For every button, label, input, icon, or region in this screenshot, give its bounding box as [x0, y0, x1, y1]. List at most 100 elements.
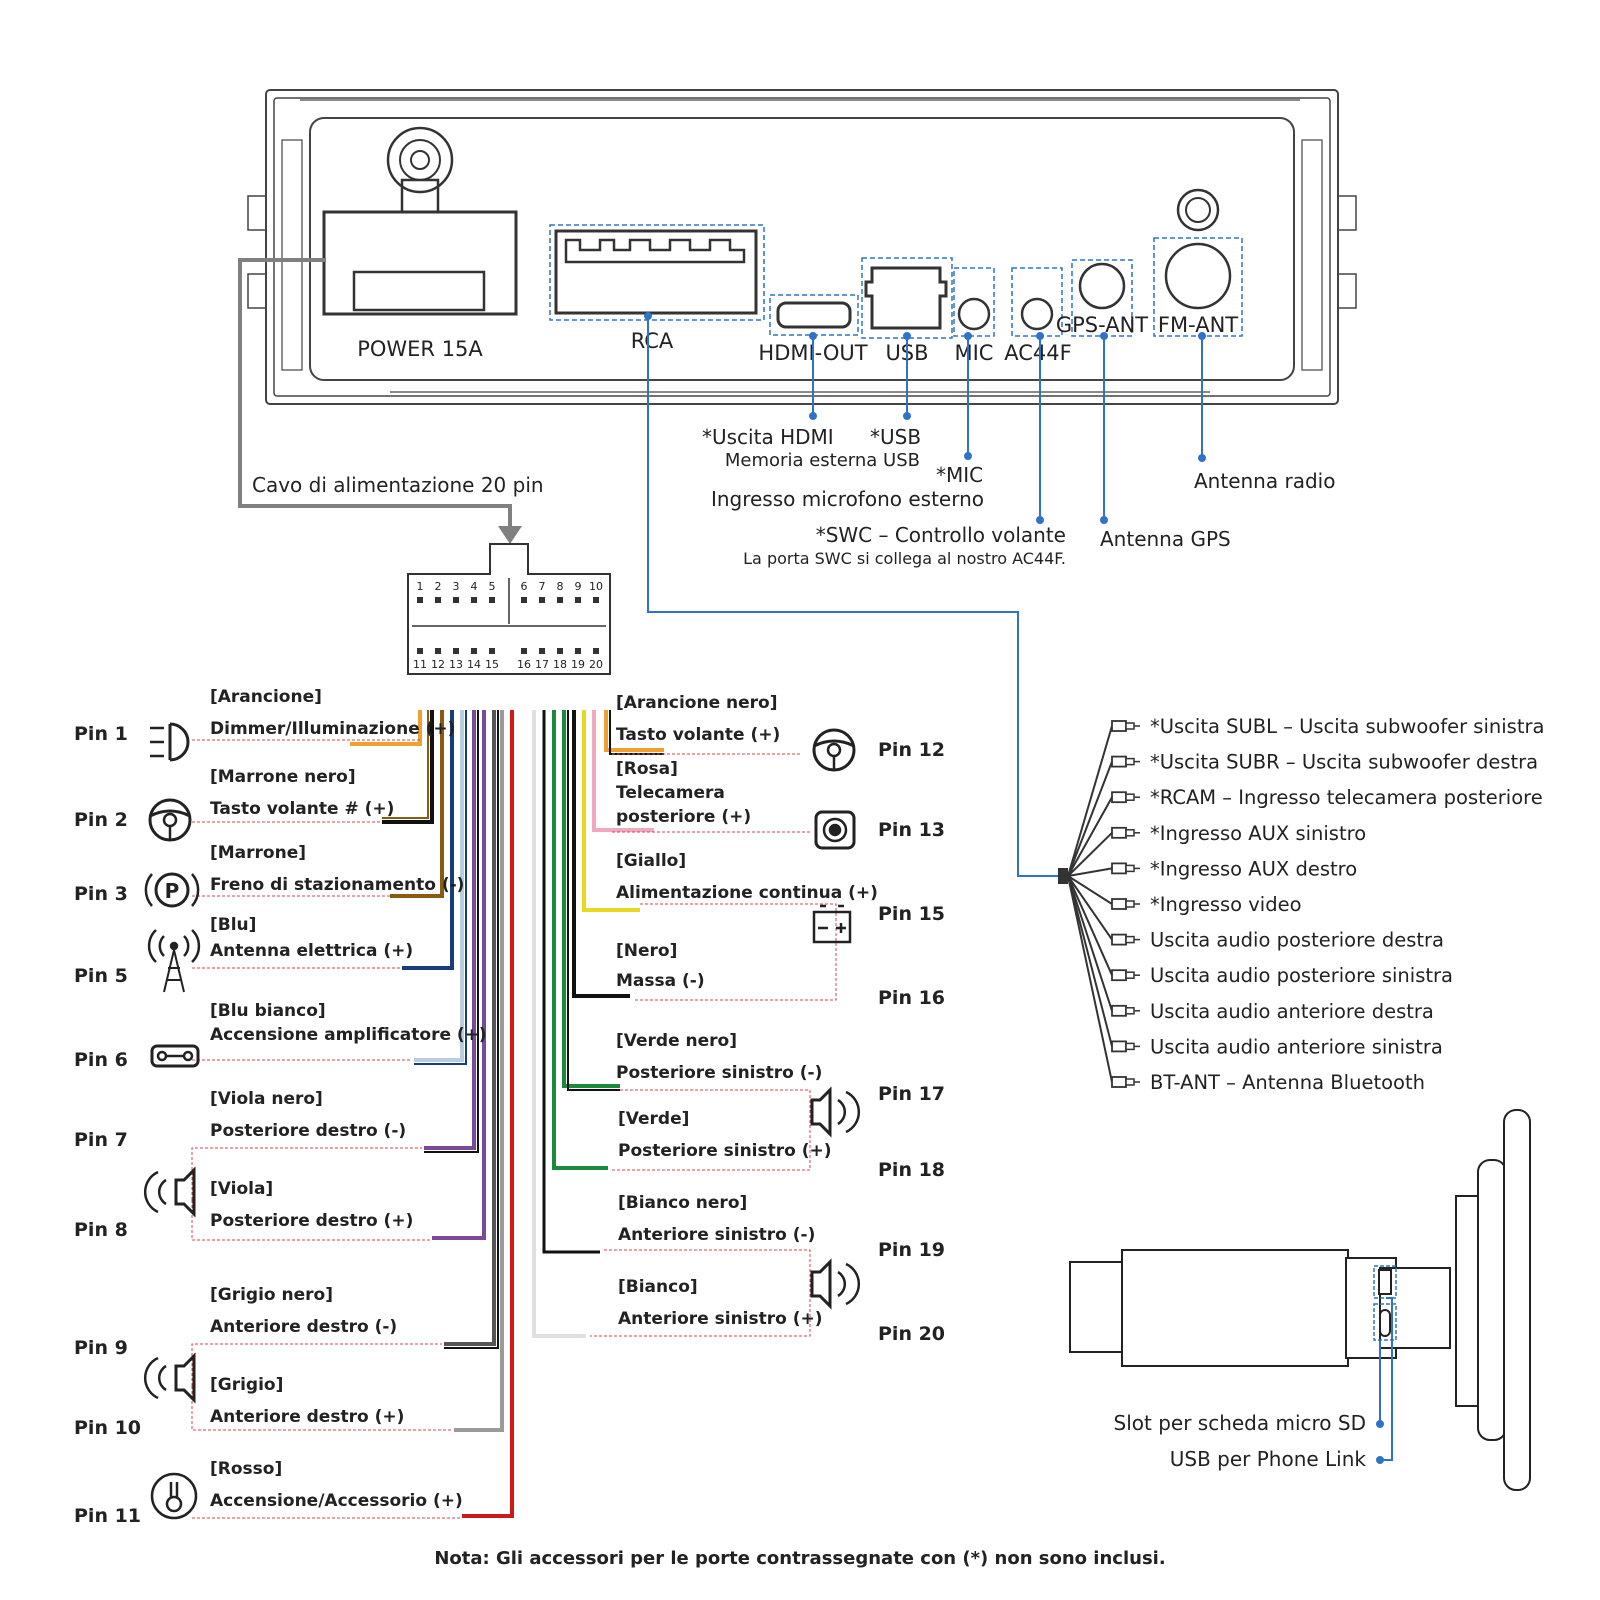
rca-fan-wire — [1067, 875, 1113, 905]
pin8-row: Pin 8 [Viola] Posteriore destro (+) — [74, 1179, 413, 1241]
pin18-number: Pin 18 — [878, 1159, 945, 1181]
rca-output-label: Uscita audio posteriore destra — [1150, 929, 1444, 952]
wire-pin13-pink — [592, 710, 654, 832]
wire-pin2-brown-black — [382, 710, 434, 824]
connector-pin-number: 1 — [417, 580, 424, 593]
left-pin-labels: Pin 1 [Arancione] Dimmer/Illuminazione (… — [74, 687, 487, 1527]
headlight-icon — [150, 722, 190, 762]
rca-plug-icon — [1111, 720, 1140, 732]
swc-desc: La porta SWC si collega al nostro AC44F. — [743, 549, 1066, 568]
connector-pin-contact — [593, 648, 599, 654]
rca-plug-icon — [1111, 969, 1140, 982]
pin7-row: Pin 7 [Viola nero] Posteriore destro (-) — [74, 1089, 406, 1151]
rca-output-label: Uscita audio anteriore sinistra — [1150, 1035, 1443, 1058]
rca-output-label: *Uscita SUBL – Uscita subwoofer sinistra — [1150, 715, 1544, 738]
connector-pin-contact — [575, 597, 581, 603]
right-wires — [532, 710, 664, 1338]
svg-text:P: P — [165, 879, 180, 903]
wire-pin15-yellow — [582, 710, 640, 912]
pin20-color: [Bianco] — [618, 1277, 698, 1297]
pin10-row: Pin 10 [Grigio] Anteriore destro (+) — [74, 1375, 404, 1439]
power-cable-label: Cavo di alimentazione 20 pin — [252, 473, 544, 497]
left-wires — [350, 710, 514, 1518]
pin3-number: Pin 3 — [74, 883, 128, 905]
rca-plug-icon — [1111, 862, 1140, 875]
pin11-color: [Rosso] — [210, 1459, 282, 1479]
pin7-number: Pin 7 — [74, 1129, 128, 1151]
head-unit-rear-panel — [247, 89, 1357, 405]
mic-desc: Ingresso microfono esterno — [711, 487, 984, 511]
connector-pin-number: 19 — [571, 658, 585, 671]
connector-pin-contact — [521, 648, 527, 654]
pin1-function: Dimmer/Illuminazione (+) — [210, 719, 455, 739]
pin9-row: Pin 9 [Grigio nero] Anteriore destro (-) — [74, 1285, 397, 1359]
pin2-color: [Marrone nero] — [210, 767, 356, 787]
pin18-row: [Verde] Posteriore sinistro (+) Pin 18 — [618, 1109, 945, 1181]
pin7-color: [Viola nero] — [210, 1089, 323, 1109]
speaker-icon — [810, 1086, 861, 1138]
pin5-function: Antenna elettrica (+) — [210, 941, 413, 961]
pin18-color: [Verde] — [618, 1109, 689, 1129]
pin10-color: [Grigio] — [210, 1375, 283, 1395]
connector-pin-contact — [557, 597, 563, 603]
usb-callout: *USB — [870, 425, 921, 449]
ignition-key-icon — [150, 1472, 198, 1520]
hdmi-out-port — [769, 294, 859, 336]
rca-fan-wire — [1067, 761, 1113, 877]
connector-pin-number: 8 — [557, 580, 564, 593]
pin12-number: Pin 12 — [878, 739, 945, 761]
dashed-guides — [191, 739, 837, 1519]
pin1-color: [Arancione] — [210, 687, 322, 707]
connector-pin-contact — [471, 648, 477, 654]
rca-fan-wire — [1067, 875, 1113, 976]
usb-port — [861, 257, 953, 339]
power-cable: Cavo di alimentazione 20 pin — [238, 258, 544, 544]
rca-plug-icon — [1111, 826, 1140, 839]
pin12-function: Tasto volante (+) — [616, 725, 780, 745]
pin6-color: [Blu bianco] — [210, 1001, 326, 1021]
pin3-row: Pin 3 [Marrone] Freno di stazionamento (… — [74, 843, 464, 905]
pin20-number: Pin 20 — [878, 1323, 945, 1345]
antenna-icon — [147, 929, 201, 993]
wire-pin17-dark — [567, 710, 620, 1091]
pin15-number: Pin 15 — [878, 903, 945, 925]
mic-callout: *MIC — [936, 463, 983, 487]
wire-pin12-orange-black — [604, 710, 664, 752]
wire-pin16-black — [572, 710, 630, 998]
power-port-label: POWER 15A — [357, 337, 483, 361]
right-icons — [810, 728, 861, 1310]
steering-wheel-icon — [812, 728, 856, 772]
pin20-row: [Bianco] Anteriore sinistro (+) Pin 20 — [618, 1277, 945, 1345]
steering-wheel-icon — [148, 798, 192, 842]
unit-side-view — [1069, 1109, 1531, 1491]
pin11-function: Accensione/Accessorio (+) — [210, 1491, 463, 1511]
speaker-icon — [143, 1166, 196, 1218]
connector-pin-contact — [417, 597, 423, 603]
pin20-function: Anteriore sinistro (+) — [618, 1309, 823, 1329]
gps-callout: Antenna GPS — [1100, 527, 1231, 551]
connector-pin-number: 20 — [589, 658, 603, 671]
rca-output-label: Uscita audio posteriore sinistra — [1150, 964, 1453, 987]
speaker-icon — [143, 1352, 196, 1404]
rca-plug-icon — [1111, 898, 1140, 910]
rca-plug-icon — [1111, 755, 1140, 768]
pin13-number: Pin 13 — [878, 819, 945, 841]
connector-pin-number: 13 — [449, 658, 463, 671]
pin6-number: Pin 6 — [74, 1049, 128, 1071]
rca-fan-wire — [1067, 875, 1113, 1083]
connector-pin-contact — [417, 648, 423, 654]
wire-pin20-white — [532, 710, 586, 1338]
ac44f-port-label: AC44F — [1004, 341, 1071, 365]
pin12-color: [Arancione nero] — [616, 693, 777, 713]
rca-output-label: *Ingresso AUX sinistro — [1150, 822, 1366, 845]
pin8-function: Posteriore destro (+) — [210, 1211, 413, 1231]
wire-pin9-gray-black — [444, 710, 496, 1346]
pin8-color: [Viola] — [210, 1179, 273, 1199]
rca-fan-wire — [1067, 875, 1113, 1012]
ac44f-port — [1011, 267, 1063, 337]
wire-pin10-gray — [454, 710, 504, 1432]
connector-pin-contact — [453, 648, 459, 654]
